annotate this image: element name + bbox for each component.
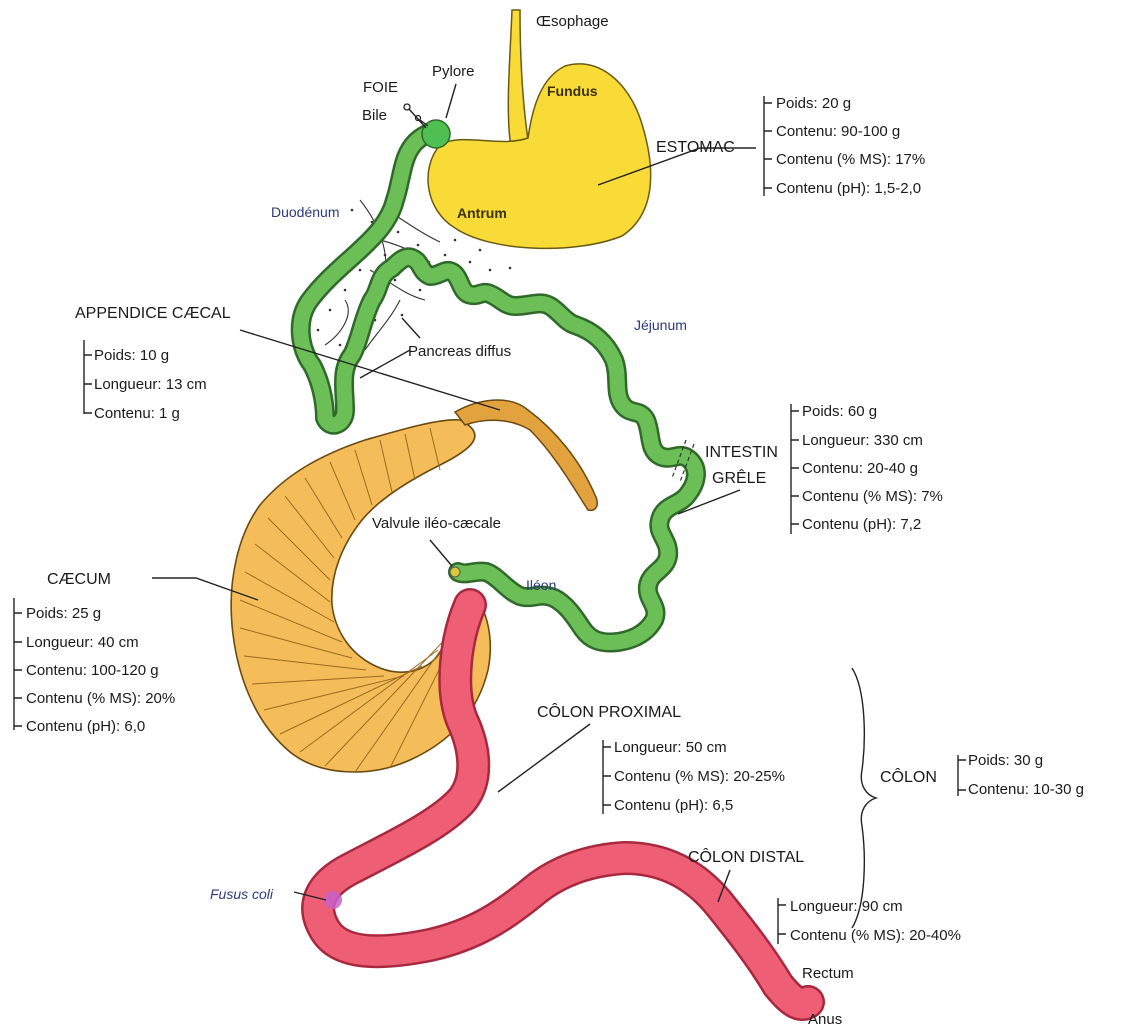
liver-label: FOIE	[363, 79, 398, 96]
rectum-label: Rectum	[802, 965, 854, 982]
colon-distal-title: CÔLON DISTAL	[688, 847, 804, 866]
appendice-item: Contenu: 1 g	[94, 405, 180, 422]
colon-distal-item: Longueur: 90 cm	[790, 898, 903, 915]
pylorus-leader	[446, 84, 456, 118]
colon-item: Poids: 30 g	[968, 752, 1043, 769]
caecum-item: Longueur: 40 cm	[26, 634, 139, 651]
bile-label: Bile	[362, 107, 387, 124]
colon-bracket	[958, 755, 966, 796]
pancreas-leader-2	[402, 318, 420, 338]
colon-proximal-item: Contenu (pH): 6,5	[614, 797, 733, 814]
colon-proximal-item: Longueur: 50 cm	[614, 739, 727, 756]
fusus-coli-label: Fusus coli	[210, 886, 274, 902]
caecum-bracket	[14, 598, 22, 730]
colon-item: Contenu: 10-30 g	[968, 781, 1084, 798]
appendice-bracket	[84, 340, 92, 414]
intestin-item: Poids: 60 g	[802, 403, 877, 420]
ileocaecal-valve-node	[450, 567, 460, 577]
colon-curly-brace	[852, 668, 876, 928]
jejunum-label: Jéjunum	[634, 317, 687, 333]
intestin-item: Contenu (pH): 7,2	[802, 516, 921, 533]
appendice-title: APPENDICE CÆCAL	[75, 305, 231, 322]
colon-proximal-item: Contenu (% MS): 20-25%	[614, 768, 785, 785]
intestin-title-line1: INTESTIN	[705, 444, 778, 461]
valve-leader	[430, 540, 452, 566]
appendice-leader	[240, 330, 500, 410]
appendix-shape	[455, 400, 597, 510]
pancreas-leader-1	[360, 350, 410, 378]
estomac-item: Contenu: 90-100 g	[776, 123, 900, 140]
antrum-label: Antrum	[457, 205, 507, 221]
intestin-title-line2: GRÊLE	[712, 468, 766, 487]
intestin-item: Contenu: 20-40 g	[802, 460, 918, 477]
ileum-label: Iléon	[526, 577, 556, 593]
intestin-bracket	[791, 404, 799, 534]
colon-title: CÔLON	[880, 767, 937, 786]
colon-fill	[318, 605, 808, 1004]
fusus-coli-marker	[324, 891, 342, 909]
anus-label: Anus	[808, 1011, 842, 1028]
caecum-item: Poids: 25 g	[26, 605, 101, 622]
pylorus-label: Pylore	[432, 63, 475, 80]
duodenum-label: Duodénum	[271, 204, 340, 220]
estomac-item: Poids: 20 g	[776, 95, 851, 112]
appendice-item: Poids: 10 g	[94, 347, 169, 364]
caecum-title: CÆCUM	[47, 571, 111, 588]
colon-distal-bracket	[778, 898, 786, 944]
colon-distal-item: Contenu (% MS): 20-40%	[790, 927, 961, 944]
estomac-title: ESTOMAC	[656, 139, 735, 156]
colon-proximal-title: CÔLON PROXIMAL	[537, 702, 681, 721]
caecum-item: Contenu (pH): 6,0	[26, 718, 145, 735]
estomac-bracket	[764, 96, 772, 196]
intestin-item: Longueur: 330 cm	[802, 432, 923, 449]
fundus-label: Fundus	[547, 83, 598, 99]
oesophagus-label: Œsophage	[536, 13, 609, 30]
appendice-item: Longueur: 13 cm	[94, 376, 207, 393]
oesophagus-shape	[508, 10, 528, 148]
colon-proximal-leader	[498, 724, 590, 792]
pancreas-label: Pancreas diffus	[408, 343, 511, 360]
intestin-item: Contenu (% MS): 7%	[802, 488, 943, 505]
colon-proximal-bracket	[603, 740, 611, 814]
valve-label: Valvule iléo-cæcale	[372, 515, 501, 532]
estomac-item: Contenu (% MS): 17%	[776, 151, 925, 168]
caecum-item: Contenu (% MS): 20%	[26, 690, 175, 707]
caecum-item: Contenu: 100-120 g	[26, 662, 159, 679]
estomac-item: Contenu (pH): 1,5-2,0	[776, 180, 921, 197]
